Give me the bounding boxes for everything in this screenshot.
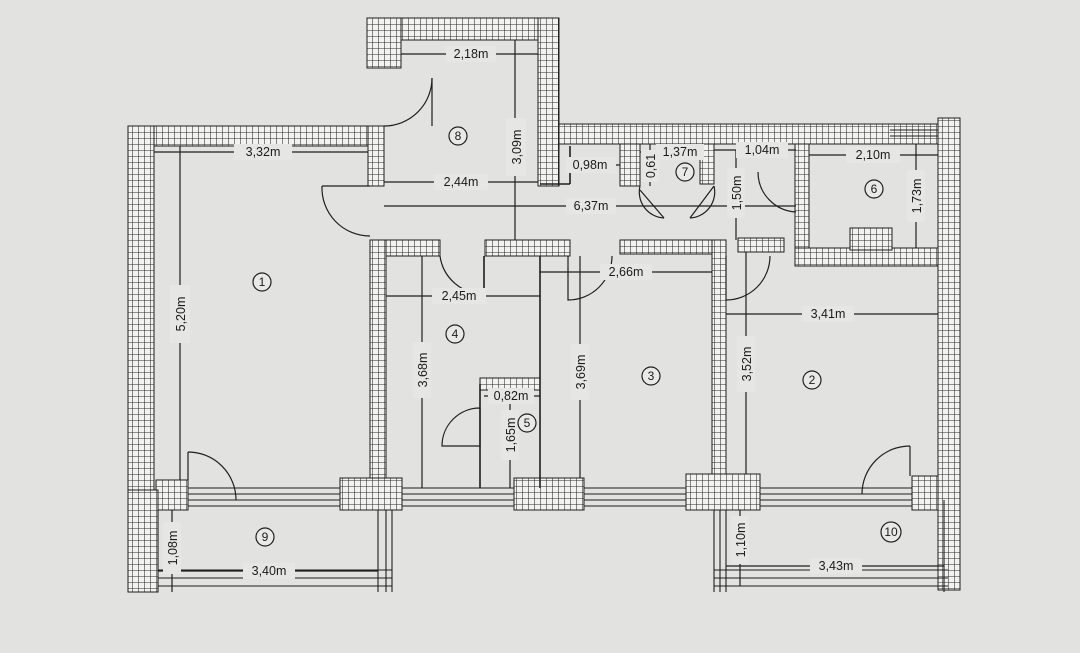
room-9-marker: 9	[255, 527, 275, 547]
room-8-number: 8	[455, 129, 462, 143]
dim-room4-width: 2,45m	[442, 289, 477, 303]
dim-room6-a: 1,04m	[745, 143, 780, 157]
room-10-number: 10	[884, 525, 898, 539]
dim-room2-width: 3,41m	[811, 307, 846, 321]
partitions	[479, 146, 571, 488]
dim-room6-width: 2,10m	[856, 148, 891, 162]
dim-room9-width: 3,40m	[252, 564, 287, 578]
room-3-number: 3	[648, 369, 655, 383]
dim-room5-length: 1,65m	[504, 418, 518, 453]
dim-room7-small: 0,61	[644, 154, 658, 178]
dim-room4-length: 3,68m	[416, 353, 430, 388]
windows	[157, 129, 948, 592]
room-3-marker: 3	[641, 366, 661, 386]
dim-room9-depth: 1,08m	[166, 531, 180, 566]
room-6-number: 6	[871, 182, 878, 196]
dim-hall-width: 2,44m	[444, 175, 479, 189]
room-1-marker: 1	[252, 272, 272, 292]
dim-room3-width: 2,66m	[609, 265, 644, 279]
dim-room10-depth: 1,10m	[734, 523, 748, 558]
room-2-number: 2	[809, 373, 816, 387]
dim-room8-length: 3,09m	[510, 130, 524, 165]
room-6-marker: 6	[864, 179, 884, 199]
dim-closet: 0,98m	[573, 158, 608, 172]
dim-hall-length: 6,37m	[574, 199, 609, 213]
room-numbers: 1 2 3 4 5 6 7 8	[252, 126, 902, 547]
room-8-marker: 8	[448, 126, 468, 146]
room-7-number: 7	[682, 165, 689, 179]
walls	[127, 17, 961, 593]
dim-room1-length: 5,20m	[174, 297, 188, 332]
room-7-marker: 7	[675, 162, 695, 182]
dimension-labels: 3,32m 5,20m 2,18m 3,09m 2,44m 6,37m 0,98…	[163, 46, 925, 579]
room-5-marker: 5	[517, 413, 537, 433]
room-4-number: 4	[452, 327, 459, 341]
dim-room8-width: 2,18m	[454, 47, 489, 61]
dim-room7-width: 1,37m	[663, 145, 698, 159]
dim-room3-length: 3,69m	[574, 355, 588, 390]
dim-room5-width: 0,82m	[494, 389, 529, 403]
room-10-marker: 10	[880, 521, 902, 543]
dim-room7-height: 1,50m	[730, 176, 744, 211]
room-2-marker: 2	[802, 370, 822, 390]
dim-room2-length: 3,52m	[740, 347, 754, 382]
dim-room1-width: 3,32m	[246, 145, 281, 159]
room-9-number: 9	[262, 530, 269, 544]
dim-room6-length: 1,73m	[910, 179, 924, 214]
room-1-number: 1	[259, 275, 266, 289]
doors	[187, 77, 911, 501]
room-4-marker: 4	[445, 324, 465, 344]
room-5-number: 5	[524, 416, 531, 430]
dim-room10-width: 3,43m	[819, 559, 854, 573]
